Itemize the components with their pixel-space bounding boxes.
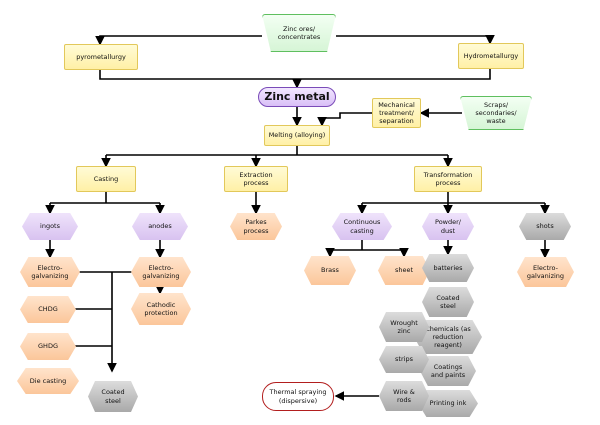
node-label: Brass	[321, 266, 339, 275]
node-scraps: Scraps/ secondaries/ waste	[460, 96, 532, 130]
node-label: Cathodic protection	[144, 300, 178, 317]
node-label: anodes	[148, 222, 172, 231]
node-label: Transformation process	[423, 170, 473, 187]
node-label: ingots	[40, 222, 60, 231]
node-continuous-casting: Continuous casting	[332, 213, 392, 240]
node-label: Zinc ores/ concentrates	[277, 24, 321, 41]
node-sheet: sheet	[378, 256, 430, 285]
node-label: Mechanical treatment/ separation	[378, 100, 415, 126]
node-cathodic: Cathodic protection	[131, 293, 191, 325]
node-hydrometallurgy: Hydrometallurgy	[458, 43, 524, 69]
node-label: GHDG	[38, 342, 58, 351]
node-label: Parkes process	[243, 218, 269, 235]
node-label: Electro- galvanizing	[31, 263, 69, 280]
node-label: Electro- galvanizing	[142, 263, 180, 280]
node-chemicals: Chemicals (as reduction reagent)	[414, 320, 482, 354]
node-electro-3: Electro- galvanizing	[517, 257, 574, 287]
node-chdg: CHDG	[20, 296, 76, 323]
node-zinc-ores: Zinc ores/ concentrates	[262, 14, 336, 52]
node-coated-steel-right: Coated steel	[422, 287, 474, 317]
node-wrought-zinc: Wrought zinc	[379, 312, 429, 342]
node-label: Wire & rods	[393, 387, 415, 404]
node-label: Die casting	[29, 376, 67, 385]
node-label: Melting (alloying)	[268, 131, 326, 140]
node-ingots: ingots	[22, 213, 78, 240]
edge-pyro-zinc	[99, 69, 491, 80]
node-label: Wrought zinc	[390, 318, 418, 335]
node-thermal-spraying: Thermal spraying (dispersive)	[262, 382, 334, 411]
edge-mechanical-melting	[317, 112, 372, 127]
node-anodes: anodes	[132, 213, 188, 240]
node-label: Coated steel	[436, 293, 460, 310]
node-powder: Powder/ dust	[422, 213, 474, 240]
node-batteries: batteries	[422, 254, 474, 282]
node-label: Thermal spraying (dispersive)	[269, 388, 327, 405]
node-transformation: Transformation process	[414, 166, 482, 192]
node-ghdg: GHDG	[20, 333, 76, 360]
node-electro-2: Electro- galvanizing	[131, 257, 191, 287]
node-label: pyrometallurgy	[76, 52, 126, 61]
node-label: Powder/ dust	[435, 218, 461, 235]
node-melting: Melting (alloying)	[264, 125, 330, 146]
node-electro-1: Electro- galvanizing	[20, 257, 80, 287]
node-die-casting: Die casting	[17, 368, 79, 394]
node-label: Coated steel	[101, 388, 125, 405]
node-casting: Casting	[76, 166, 136, 192]
node-wire-rods: Wire & rods	[379, 381, 429, 411]
node-label: CHDG	[38, 305, 58, 314]
node-brass: Brass	[304, 256, 356, 285]
node-shots: shots	[519, 213, 571, 240]
node-parkes: Parkes process	[230, 213, 282, 240]
node-strips: strips	[379, 346, 429, 373]
node-label: Electro- galvanizing	[526, 263, 565, 280]
node-label: Extraction process	[239, 170, 273, 187]
node-extraction: Extraction process	[224, 166, 288, 192]
node-pyrometallurgy: pyrometallurgy	[64, 44, 138, 70]
node-zinc-metal: Zinc metal	[258, 87, 336, 107]
edge-ores-pyro	[95, 35, 262, 46]
node-label: Coatings and paints	[430, 362, 466, 379]
node-label: Printing ink	[429, 399, 467, 408]
node-label: shots	[536, 222, 554, 231]
edge-ores-hydro	[336, 35, 495, 45]
node-label: sheet	[394, 266, 414, 275]
node-label: Hydrometallurgy	[463, 51, 519, 60]
node-coated-steel-left: Coated steel	[88, 381, 138, 412]
node-label: Continuous casting	[343, 218, 381, 235]
node-label: Casting	[93, 174, 119, 183]
node-label: Zinc metal	[264, 90, 330, 104]
node-label: Chemicals (as reduction reagent)	[425, 324, 471, 350]
node-label: Scraps/ secondaries/ waste	[475, 100, 517, 126]
node-label: batteries	[433, 263, 463, 272]
node-mechanical: Mechanical treatment/ separation	[372, 98, 421, 128]
node-label: strips	[395, 355, 413, 364]
node-coatings: Coatings and paints	[420, 356, 476, 386]
